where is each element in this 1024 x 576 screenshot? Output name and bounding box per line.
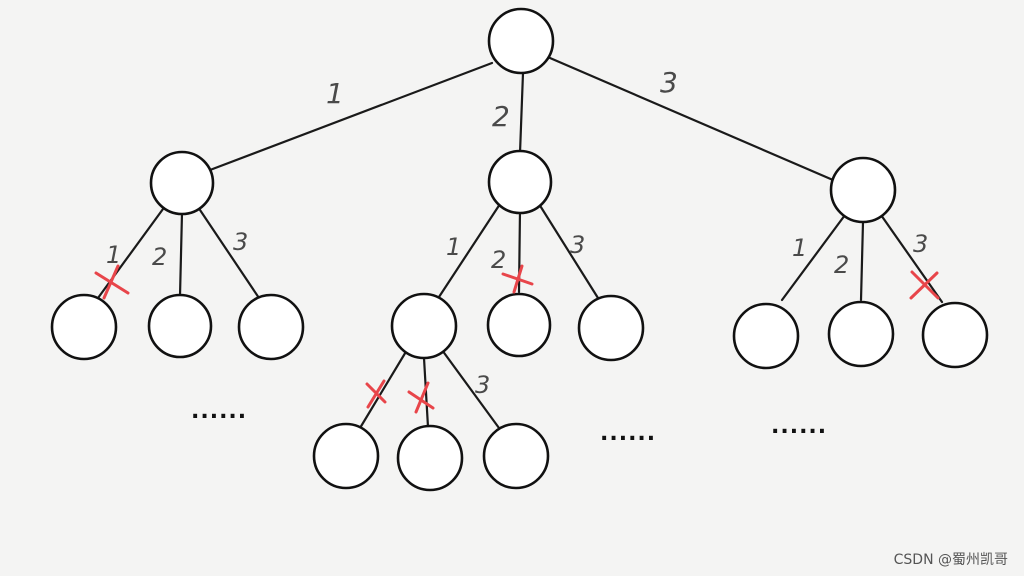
node-right	[829, 156, 897, 224]
label-root-left: 1	[326, 77, 344, 110]
node-middle-child-1	[390, 292, 458, 360]
edge-grand-2	[422, 356, 430, 429]
ellipsis-right: ......	[771, 414, 827, 439]
label-mid-1: 1	[446, 233, 461, 261]
edges	[96, 56, 944, 430]
edge-right-3	[879, 213, 944, 304]
edge-right-2	[859, 220, 865, 302]
label-left-1: 1	[106, 241, 121, 269]
node-right-child-3	[921, 301, 989, 369]
edge-labels: 1 2 3 1 2 3 1 2 3 1 2 3 3	[106, 66, 928, 399]
cross-icon	[365, 379, 387, 409]
cross-icon	[501, 264, 534, 294]
node-middle	[487, 149, 553, 215]
node-left-child-2	[147, 293, 213, 359]
node-right-child-2	[827, 300, 895, 368]
edge-mid-3	[537, 202, 600, 300]
node-middle-child-2	[486, 292, 552, 358]
node-grandchild-2	[396, 424, 464, 492]
ellipsis-middle: ......	[600, 421, 656, 446]
ellipses: ...... ...... ......	[191, 399, 827, 446]
label-grand-3: 3	[475, 371, 490, 399]
edge-root-middle	[518, 71, 525, 155]
node-middle-child-3	[577, 294, 645, 362]
label-root-right: 3	[660, 66, 678, 99]
label-mid-3: 3	[570, 231, 585, 259]
edge-left-1	[96, 207, 165, 300]
edge-right-1	[780, 213, 847, 302]
edge-grand-1	[358, 348, 409, 430]
label-left-3: 3	[233, 228, 248, 256]
nodes	[50, 7, 989, 492]
node-right-child-1	[732, 302, 800, 370]
node-left-child-1	[50, 293, 118, 361]
edge-grand-3	[440, 348, 501, 430]
node-left	[149, 150, 215, 216]
cross-icon	[407, 381, 435, 414]
edge-left-2	[178, 211, 184, 298]
edge-root-left	[208, 61, 494, 172]
edge-root-right	[548, 56, 835, 182]
node-grandchild-1	[312, 422, 380, 490]
label-right-2: 2	[834, 251, 849, 279]
node-grandchild-3	[482, 422, 550, 490]
edge-mid-1	[435, 202, 502, 302]
cross-icon	[909, 270, 940, 300]
label-left-2: 2	[152, 243, 167, 271]
node-left-child-3	[237, 293, 305, 361]
ellipsis-left: ......	[191, 399, 247, 424]
label-mid-2: 2	[491, 246, 506, 274]
label-root-middle: 2	[492, 100, 510, 133]
watermark: CSDN @蜀州凯哥	[894, 552, 1008, 568]
label-right-3: 3	[913, 230, 928, 258]
prune-crosses	[94, 264, 940, 414]
node-root	[487, 7, 555, 75]
cross-icon	[94, 264, 130, 300]
label-right-1: 1	[792, 234, 807, 262]
edge-left-3	[198, 208, 261, 300]
